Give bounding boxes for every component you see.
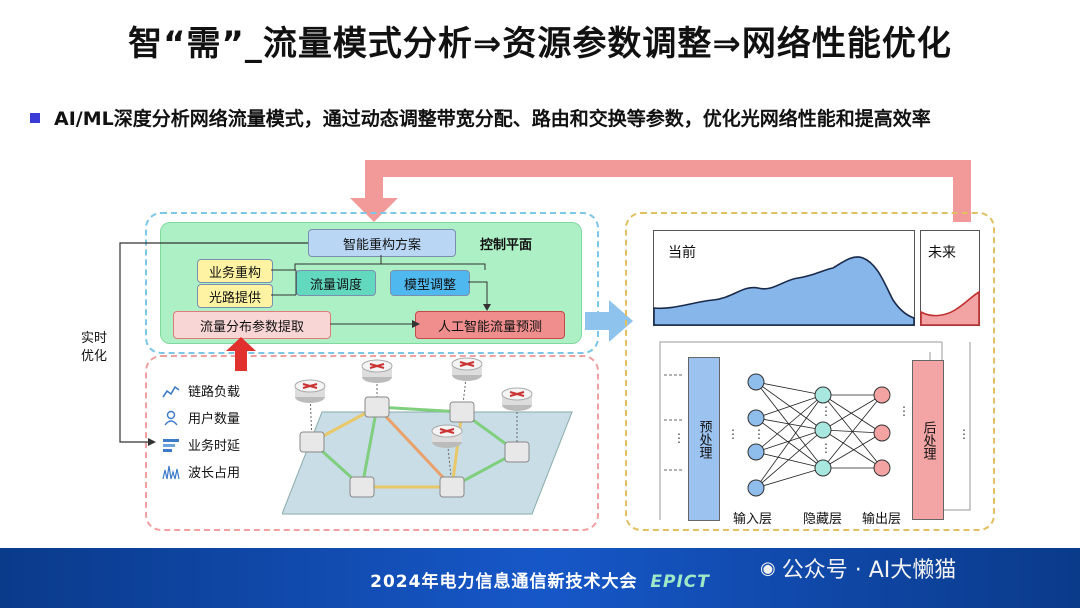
list-icon [163,438,179,452]
metric-label: 用户数量 [188,412,241,427]
model-adjust-node: 模型调整 [390,270,470,296]
svg-text:⋮: ⋮ [673,431,685,445]
chart-icon [162,385,180,397]
bullet-marker [30,113,40,123]
footer-banner [0,548,1080,608]
feedback-arrow [350,160,971,222]
up-arrow [226,337,256,371]
ai-model-frame [625,212,995,531]
data-plane-frame [145,355,599,531]
hidden-layer-label: 隐藏层 [803,512,843,527]
svg-text:⋮: ⋮ [820,404,832,418]
svg-text:⋮: ⋮ [727,427,739,441]
svg-text:⋮: ⋮ [820,441,832,455]
bullet-text: AI/ML深度分析网络流量模式，通过动态调整带宽分配、路由和交换等参数，优化光网… [54,108,931,130]
realtime-loop [119,242,308,446]
metric-label: 波长占用 [188,466,241,481]
conference-title: 2024年电力信息通信新技术大会 [370,572,638,592]
metric-label: 业务时延 [188,439,241,454]
optical-network-diagram [282,357,573,515]
business-reconfig-node: 业务重构 [197,259,273,283]
postprocess-block: 后处理 [912,360,944,520]
metric-user-count: 用户数量 [162,408,240,427]
conference-name: 2024年电力信息通信新技术大会 EPICT [0,567,1080,592]
metric-link-load: 链路负载 [162,381,240,400]
nn-connections [755,381,883,489]
ai-predict-node: 人工智能流量预测 [415,311,565,339]
forward-arrow [585,300,633,342]
neural-network-diagram: ⋮ ⋮ ⋮ ⋮ ⋮ ⋮ ⋮ [659,341,971,520]
input-nodes [747,373,765,497]
output-nodes [873,386,891,477]
metric-wavelength: 波长占用 [162,462,240,481]
input-layer-label: 输入层 [733,512,773,527]
svg-text:⋮: ⋮ [898,404,910,418]
future-label: 未来 [928,245,956,261]
watermark-text: 公众号 · AI大懒猫 [781,558,957,583]
page-title: 智“需”_流量模式分析⇒资源参数调整⇒网络性能优化 [128,24,952,64]
metric-latency: 业务时延 [162,435,240,454]
preprocess-block: 预处理 [688,357,720,521]
smart-scheme-node: 智能重构方案 [308,229,456,257]
flow-param-node: 流量分布参数提取 [173,311,331,339]
lightpath-node: 光路提供 [197,284,273,308]
switch-icons [299,396,530,498]
realtime-opt-label: 实时 优化 [80,331,107,364]
traffic-schedule-node: 流量调度 [296,270,376,296]
wechat-icon: ◉ [760,557,776,579]
user-icon [164,410,178,425]
metric-label: 链路负载 [188,385,241,400]
future-traffic-chart [920,230,980,326]
watermark: ◉ 公众号 · AI大懒猫 [760,552,956,584]
output-layer-label: 输出层 [862,512,902,527]
current-traffic-chart [653,230,915,326]
spectrum-icon [162,465,180,479]
hidden-nodes [814,386,832,477]
router-icons [294,357,533,448]
svg-text:⋮: ⋮ [958,427,970,441]
control-connectors [271,255,491,328]
network-plane [282,411,573,515]
control-plane-frame [145,212,599,354]
current-label: 当前 [668,245,696,261]
epict-logo: EPICT [650,572,710,592]
svg-text:⋮: ⋮ [753,427,765,441]
control-plane-label: 控制平面 [480,238,533,253]
